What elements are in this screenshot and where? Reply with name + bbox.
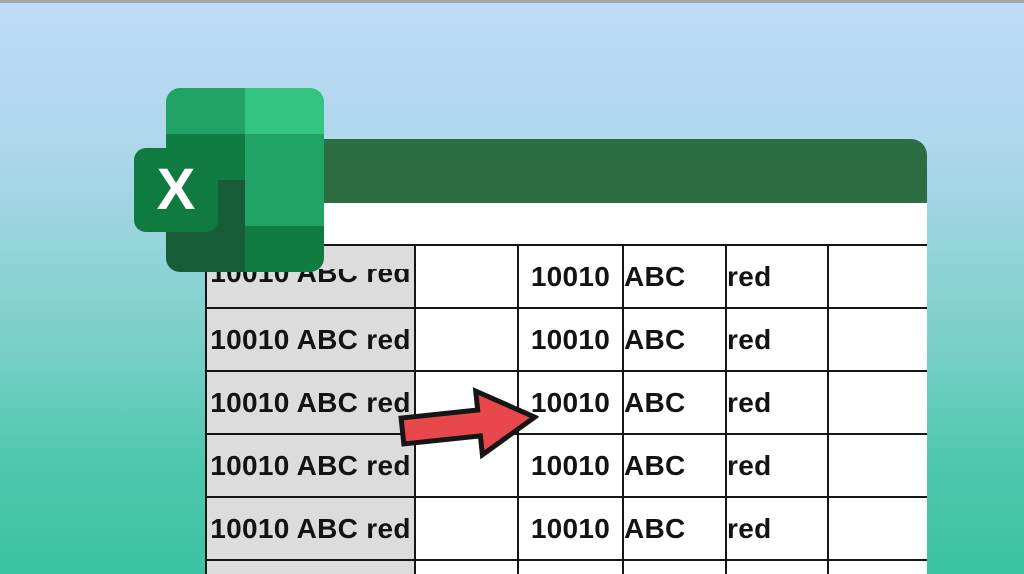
cell-color-word: red: [725, 433, 829, 498]
cell-letters: ABC: [622, 244, 727, 309]
cell-letters: ABC: [622, 307, 727, 372]
cell-empty: [414, 244, 519, 309]
cell-empty: [414, 496, 519, 561]
cell-number: 10010: [517, 244, 624, 309]
table-row: 10010 ABC red 10010 ABC red: [205, 496, 927, 561]
split-table: 10010 ABC red 10010 ABC red 10010 ABC re…: [205, 244, 927, 574]
cell-letters: ABC: [622, 370, 727, 435]
table-row: 10010 ABC red 10010 ABC red: [205, 370, 927, 435]
cell-combined: 10010 ABC red: [205, 433, 416, 498]
cell-empty: [827, 244, 927, 309]
cell-empty: [827, 307, 927, 372]
cell-combined-text: 10010 ABC red: [210, 269, 411, 288]
cell-letters: ABC: [622, 433, 727, 498]
excel-x-letter: X: [156, 157, 196, 222]
card-header-bar: [205, 139, 927, 203]
excel-workbook-glyph: [166, 88, 324, 272]
clipped-text-window: 10010 ABC red: [208, 269, 413, 306]
cell-number: 10010: [517, 370, 624, 435]
cell-letters: ABC: [622, 496, 727, 561]
cell-color-word: red: [725, 244, 829, 309]
cell-color-word: [725, 559, 829, 574]
table-row: 10010 ABC red 10010 ABC red: [205, 307, 927, 372]
cell-empty: [827, 433, 927, 498]
excel-x-tile: X: [134, 148, 218, 232]
table-row: [205, 559, 927, 574]
table-row: 10010 ABC red 10010 ABC red: [205, 433, 927, 498]
card-white-band: [205, 203, 927, 244]
cell-empty: [414, 559, 519, 574]
cell-number: 10010: [517, 496, 624, 561]
cell-number: [517, 559, 624, 574]
cell-color-word: red: [725, 307, 829, 372]
cell-combined: [205, 559, 416, 574]
cell-color-word: red: [725, 496, 829, 561]
top-border-strip: [0, 0, 1024, 3]
cell-combined: 10010 ABC red: [205, 496, 416, 561]
cell-color-word: red: [725, 370, 829, 435]
cell-empty: [827, 496, 927, 561]
red-arrow-icon: [396, 379, 543, 467]
cell-combined: 10010 ABC red: [205, 370, 416, 435]
cell-letters: [622, 559, 727, 574]
cell-empty: [827, 370, 927, 435]
spreadsheet-card: 10010 ABC red 10010 ABC red 10010 ABC re…: [205, 139, 927, 574]
cell-empty: [827, 559, 927, 574]
cell-number: 10010: [517, 433, 624, 498]
cell-empty: [414, 307, 519, 372]
cell-number: 10010: [517, 307, 624, 372]
excel-logo-icon: X: [134, 88, 458, 272]
cell-combined: 10010 ABC red: [205, 307, 416, 372]
